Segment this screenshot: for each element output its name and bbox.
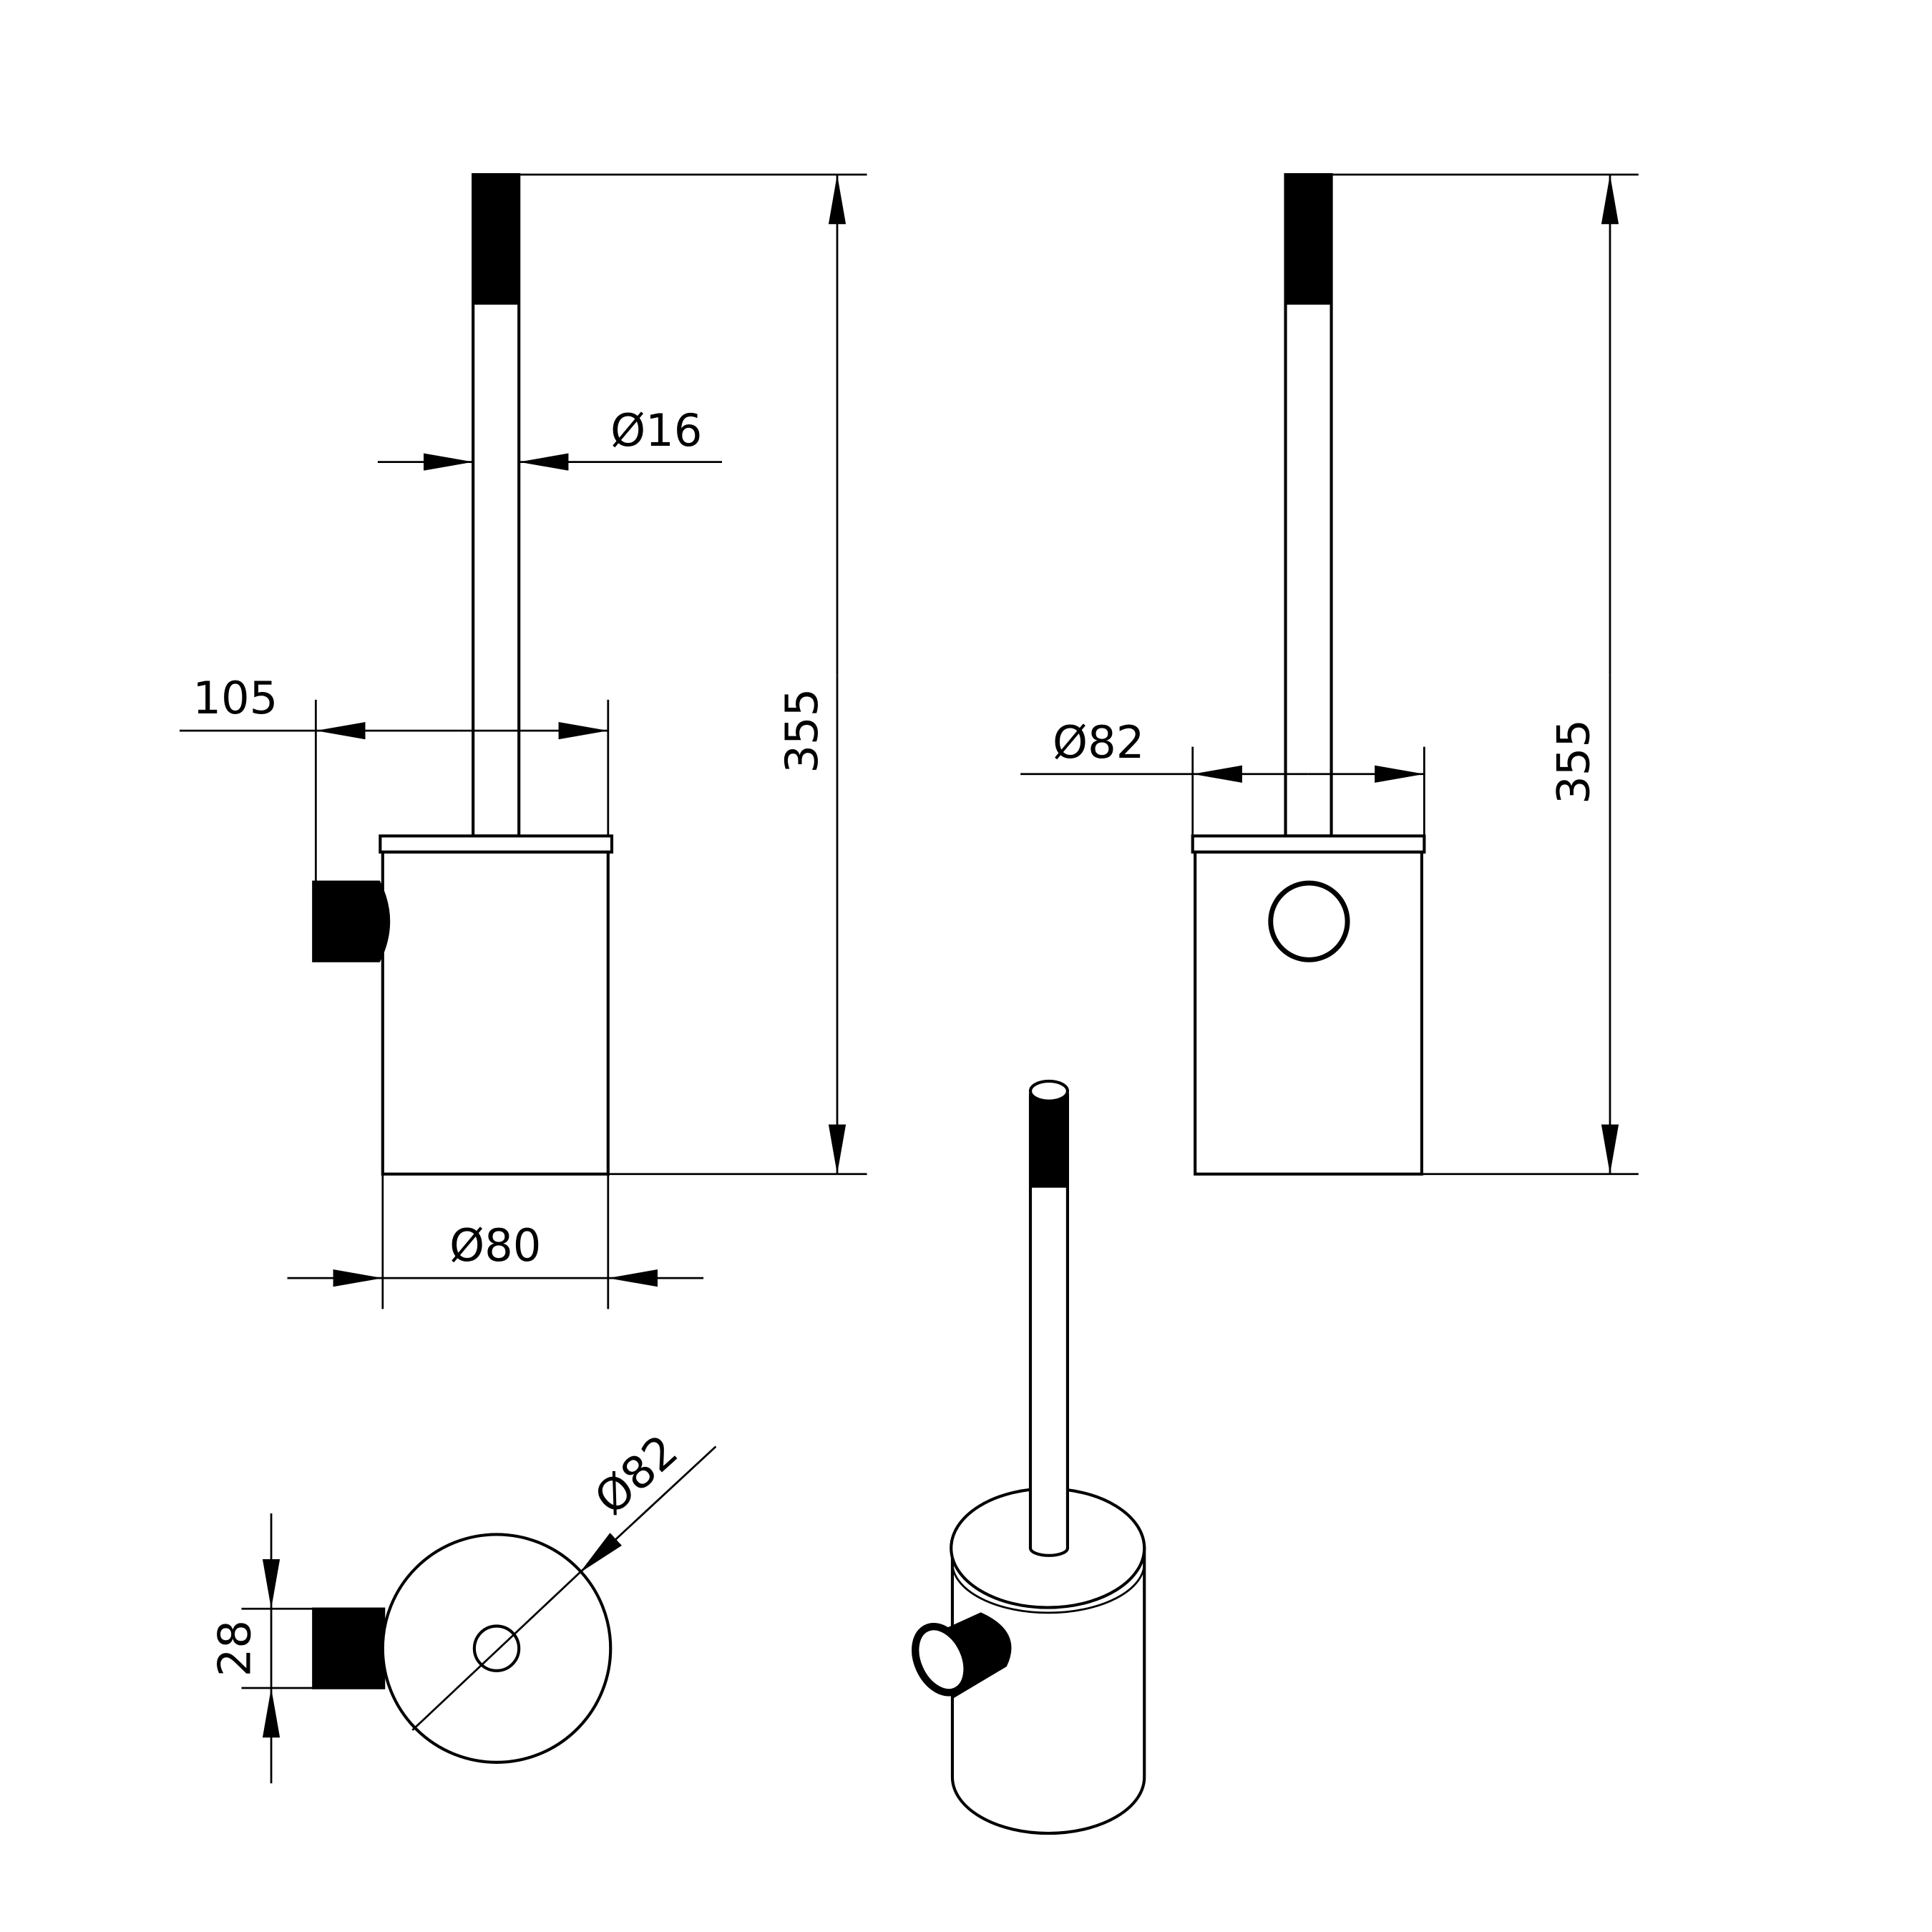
height-label: 355 xyxy=(1547,719,1599,804)
mount-height-label: 28 xyxy=(208,1620,260,1677)
wall-mount xyxy=(312,880,391,962)
projection-label: 105 xyxy=(192,672,278,724)
lid xyxy=(1191,834,1426,854)
body-diameter-label: Ø80 xyxy=(449,1219,541,1272)
handle-cap xyxy=(1029,1093,1069,1188)
handle-hole xyxy=(472,1624,521,1672)
handle-diameter-label: Ø16 xyxy=(610,404,702,457)
lid xyxy=(379,834,614,854)
lid-diameter-label: Ø82 xyxy=(1053,716,1144,769)
isometric-view xyxy=(912,1079,1146,1835)
brush-handle xyxy=(1028,1093,1070,1557)
holder-body xyxy=(950,1546,1146,1835)
top-diameter-label: Ø82 xyxy=(585,1425,688,1525)
wall-mount xyxy=(312,1607,386,1689)
handle-cap xyxy=(1284,173,1333,305)
front-view: 355 Ø16 105 Ø80 xyxy=(179,172,867,1309)
side-view: 355 Ø82 xyxy=(1020,172,1639,1176)
holder-body xyxy=(1194,850,1423,1176)
handle-cap xyxy=(472,173,520,305)
holder-body xyxy=(381,850,610,1176)
wall-mount-circle xyxy=(1268,880,1350,962)
top-view: Ø82 28 xyxy=(208,1425,717,1784)
height-label: 355 xyxy=(776,688,828,774)
